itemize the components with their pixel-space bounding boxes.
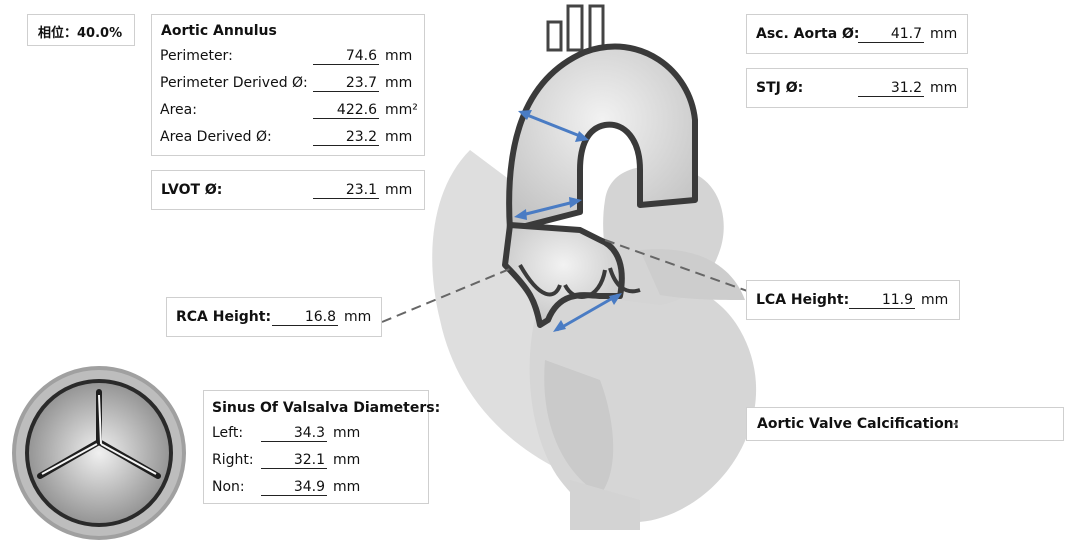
lca-height-unit: mm	[921, 292, 949, 308]
aorta	[502, 4, 698, 328]
stj-arrow	[517, 199, 579, 218]
rca-height-panel: RCA Height: 16.8 mm	[166, 297, 382, 337]
perimeter-unit: mm	[385, 48, 413, 64]
rca-height-label: RCA Height:	[176, 309, 272, 325]
lvot-panel: LVOT Ø: 23.1 mm	[151, 170, 425, 210]
ventricle-lobe	[544, 360, 614, 495]
calcification-label: Aortic Valve Calcification:	[757, 416, 960, 432]
calcification-panel: Aortic Valve Calcification: -	[746, 407, 1064, 441]
stj-arrowhead-b	[569, 197, 582, 208]
perimeter-derived-label: Perimeter Derived Ø:	[160, 75, 308, 91]
sinus-of-valsalva-panel: Sinus Of Valsalva Diameters: Left: 34.3 …	[203, 390, 440, 504]
leader-lines	[381, 239, 751, 323]
sinus-non-label: Non:	[212, 479, 245, 495]
lvot-value: 23.1	[313, 182, 379, 199]
area-derived-label: Area Derived Ø:	[160, 129, 272, 145]
sinus-lines	[518, 264, 641, 299]
lca-arrow	[556, 293, 619, 332]
rca-height-value: 16.8	[272, 309, 338, 326]
rca-leader-line	[381, 267, 513, 323]
lvot-unit: mm	[385, 182, 413, 198]
aortic-valve-cross-section	[12, 366, 186, 540]
area-derived-value: 23.2	[313, 129, 379, 146]
lca-leader-line	[604, 239, 751, 293]
asc-aorta-label: Asc. Aorta Ø:	[756, 26, 860, 42]
lvot-label: LVOT Ø:	[161, 182, 223, 198]
aortic-annulus-title: Aortic Annulus	[161, 23, 277, 39]
stj-unit: mm	[930, 80, 958, 96]
asc-aorta-arrow	[521, 111, 586, 140]
sinus-left-value: 34.3	[261, 425, 327, 442]
inferior-vessel	[570, 480, 640, 530]
lca-height-panel: LCA Height: 11.9 mm	[746, 280, 960, 320]
stj-panel: STJ Ø: 31.2 mm	[746, 68, 968, 108]
sinus-of-valsalva-title: Sinus Of Valsalva Diameters:	[212, 400, 441, 416]
valve-leaflet-highlight	[41, 394, 157, 475]
lca-arrowhead-b	[609, 293, 622, 305]
perimeter-derived-unit: mm	[385, 75, 413, 91]
lca-arrowhead-a	[553, 320, 566, 332]
sinus-right-unit: mm	[333, 452, 361, 468]
phase-label: 相位：40.0%	[38, 26, 123, 41]
rca-height-unit: mm	[344, 309, 372, 325]
stj-arrowhead-a	[514, 209, 527, 220]
valve-inner-disk	[25, 379, 173, 527]
sinus-left-label: Left:	[212, 425, 244, 441]
head-vessel-1	[546, 20, 563, 52]
asc-aorta-arrowhead-a	[518, 110, 532, 120]
sinus-right-label: Right:	[212, 452, 254, 468]
area-derived-unit: mm	[385, 129, 413, 145]
calcification-value: -	[953, 416, 959, 432]
asc-aorta-arrowhead-b	[575, 131, 589, 142]
asc-aorta-unit: mm	[930, 26, 958, 42]
sinus-left-unit: mm	[333, 425, 361, 441]
aortic-arch-wall	[506, 43, 698, 233]
phase-box: 相位：40.0%	[27, 14, 135, 46]
perimeter-value: 74.6	[313, 48, 379, 65]
asc-aorta-panel: Asc. Aorta Ø: 41.7 mm	[746, 14, 968, 54]
stj-label: STJ Ø:	[756, 80, 804, 96]
head-vessel-2	[566, 4, 584, 52]
asc-aorta-value: 41.7	[858, 26, 924, 43]
heart-silhouette	[432, 150, 757, 530]
sinus-right-value: 32.1	[261, 452, 327, 469]
sinus-non-value: 34.9	[261, 479, 327, 496]
area-value: 422.6	[313, 102, 379, 119]
area-label: Area:	[160, 102, 197, 118]
head-vessel-3	[588, 4, 605, 52]
aortic-annulus-panel: Aortic Annulus Perimeter: 74.6 mm Perime…	[151, 14, 425, 156]
stj-value: 31.2	[858, 80, 924, 97]
lca-height-value: 11.9	[849, 292, 915, 309]
measurement-arrows	[514, 110, 622, 332]
perimeter-derived-value: 23.7	[313, 75, 379, 92]
lca-height-label: LCA Height:	[756, 292, 850, 308]
area-unit: mm²	[385, 102, 418, 118]
sinus-non-unit: mm	[333, 479, 361, 495]
perimeter-label: Perimeter:	[160, 48, 233, 64]
